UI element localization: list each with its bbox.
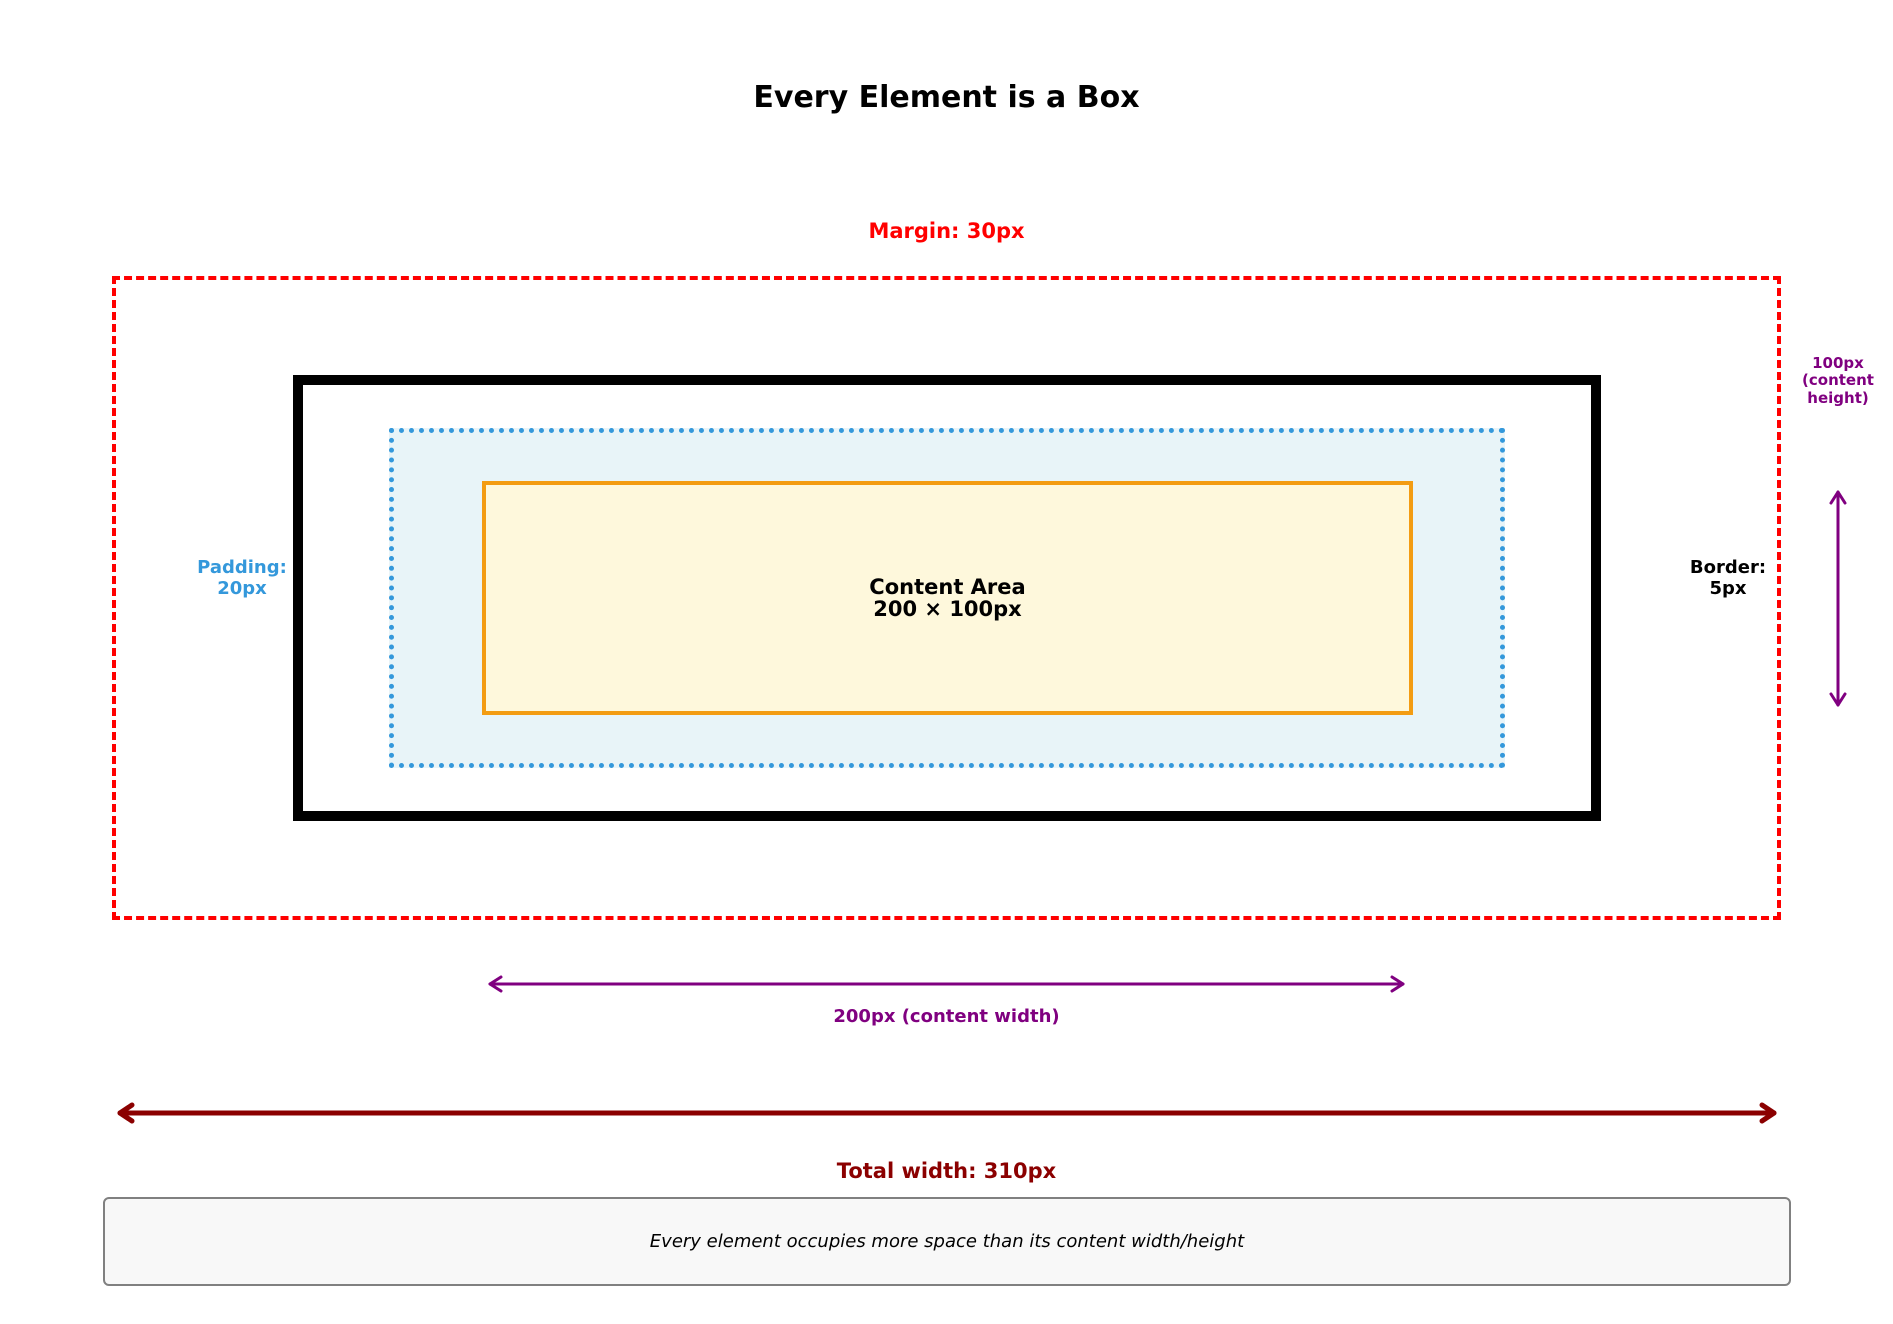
note-box: Every element occupies more space than i… bbox=[103, 1197, 1791, 1286]
content-area-label: Content Area bbox=[869, 574, 1026, 599]
content-area-box: Content Area 200 × 100px bbox=[482, 481, 1413, 715]
padding-label: Padding: 20px bbox=[180, 557, 304, 599]
content-height-line-3: height) bbox=[1807, 388, 1869, 407]
diagram-title: Every Element is a Box bbox=[753, 80, 1140, 115]
content-width-arrow bbox=[488, 975, 1405, 993]
content-height-arrow bbox=[1829, 490, 1847, 707]
content-width-label: 200px (content width) bbox=[833, 1006, 1060, 1027]
border-label: Border: 5px bbox=[1666, 557, 1790, 599]
margin-box bbox=[112, 276, 1781, 920]
content-height-line-2: (content bbox=[1802, 371, 1874, 390]
content-height-label: 100px (content height) bbox=[1782, 354, 1893, 407]
content-area-size: 200 × 100px bbox=[873, 597, 1022, 621]
note-text: Every element occupies more space than i… bbox=[649, 1231, 1245, 1252]
padding-label-title: Padding: bbox=[197, 557, 287, 578]
border-label-value: 5px bbox=[1709, 577, 1747, 599]
border-label-title: Border: bbox=[1689, 557, 1767, 578]
padding-label-value: 20px bbox=[217, 577, 267, 599]
total-width-arrow bbox=[117, 1102, 1777, 1124]
content-height-line-1: 100px bbox=[1812, 354, 1864, 372]
margin-label: Margin: 30px bbox=[868, 219, 1025, 243]
total-width-label: Total width: 310px bbox=[836, 1159, 1057, 1183]
